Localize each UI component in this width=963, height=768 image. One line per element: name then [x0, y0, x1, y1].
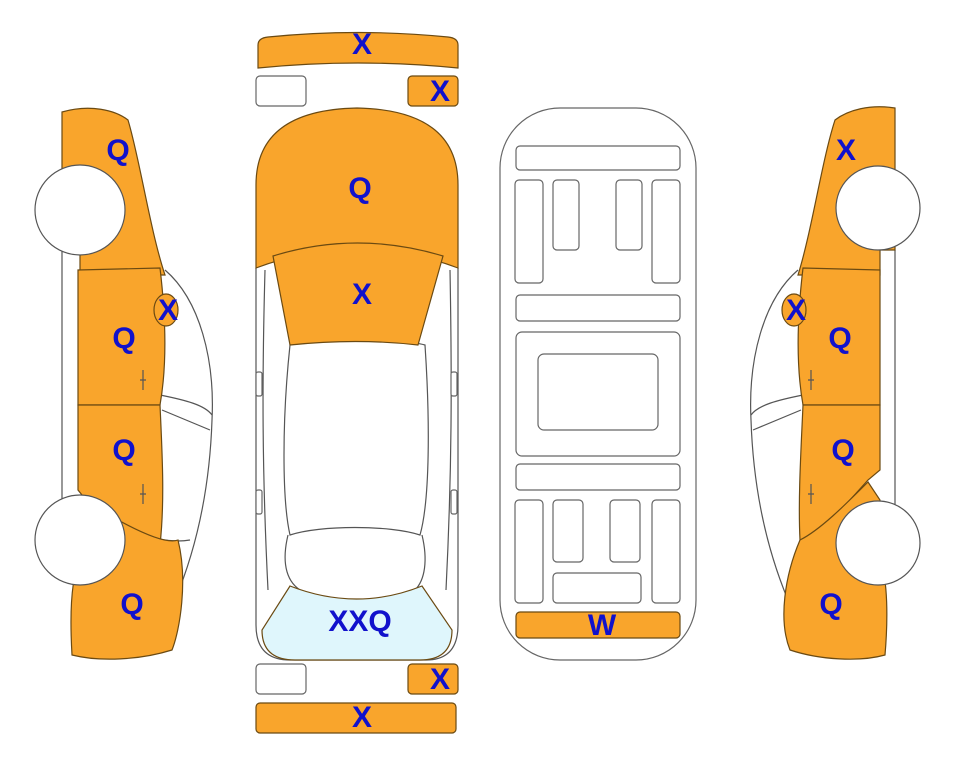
right-side-view: X X Q Q Q — [750, 106, 921, 660]
top-left-mirror — [255, 371, 263, 397]
right-front-wheel — [835, 165, 921, 251]
top-right-mirror — [450, 371, 458, 397]
windshield-label: X — [352, 278, 372, 311]
left-rear-door-label: Q — [112, 434, 135, 467]
right-rear-wheel — [835, 500, 921, 586]
left-front-wheel — [34, 164, 126, 256]
left-front-fender-label: Q — [106, 134, 129, 167]
front-left-light[interactable] — [255, 75, 307, 107]
underbody-front-left-inner[interactable] — [552, 179, 580, 251]
underbody-front-right-rail[interactable] — [651, 179, 681, 284]
left-window-line-2 — [161, 409, 211, 431]
roof-panel[interactable] — [283, 339, 429, 536]
rear-glass-label: XXQ — [328, 605, 391, 638]
top-left-handle — [255, 489, 263, 515]
underbody-front-left-rail[interactable] — [514, 179, 544, 284]
right-rear-door-label: Q — [831, 434, 854, 467]
rear-right-light-label: X — [430, 663, 450, 696]
top-right-handle — [450, 489, 458, 515]
underbody-rear-left-inner[interactable] — [552, 499, 584, 563]
left-roof-outline — [164, 269, 213, 601]
right-front-door-label: Q — [828, 322, 851, 355]
underbody-crossmember-1[interactable] — [515, 294, 681, 322]
left-front-door-label: Q — [112, 322, 135, 355]
right-mirror-label: X — [786, 294, 806, 327]
underbody-rear-bar-label: W — [588, 609, 617, 642]
front-bumper-label: X — [352, 28, 372, 61]
windshield[interactable] — [272, 242, 444, 346]
underbody-rear-left-rail[interactable] — [514, 499, 544, 604]
underbody-rear-right-inner[interactable] — [609, 499, 641, 563]
left-rear-door-handle — [140, 484, 146, 504]
left-window-line — [159, 394, 213, 416]
underbody-rear-right-rail[interactable] — [651, 499, 681, 604]
left-side-view: Q X Q Q Q — [34, 107, 213, 660]
left-mirror[interactable] — [153, 293, 179, 327]
underbody-view: W — [499, 107, 697, 661]
right-mirror[interactable] — [781, 293, 807, 327]
rear-bumper[interactable] — [255, 702, 457, 734]
right-rear-quarter-label: Q — [819, 588, 842, 621]
front-bumper[interactable] — [257, 31, 459, 69]
left-mirror-label: X — [158, 294, 178, 327]
underbody-front-bar[interactable] — [515, 145, 681, 171]
underbody-front-right-inner[interactable] — [615, 179, 643, 251]
underbody-rear-bar[interactable] — [515, 611, 681, 639]
right-front-fender-label: X — [836, 134, 856, 167]
rear-glass[interactable] — [261, 585, 453, 661]
underbody-center-panel[interactable] — [537, 353, 659, 431]
left-front-door-handle — [140, 370, 146, 390]
rear-left-light[interactable] — [255, 663, 307, 695]
right-roof-outline — [750, 269, 799, 601]
left-rear-wheel — [34, 494, 126, 586]
underbody-crossmember-2[interactable] — [515, 463, 681, 491]
right-window-line-2 — [752, 409, 802, 431]
right-rear-door-handle — [808, 484, 814, 504]
right-front-door-handle — [808, 370, 814, 390]
right-window-line — [750, 394, 804, 416]
top-left-side-line — [262, 269, 269, 591]
front-right-light[interactable] — [407, 75, 459, 107]
top-right-side-line — [445, 269, 452, 591]
left-rear-quarter-label: Q — [120, 588, 143, 621]
rear-pillar-left — [284, 534, 301, 591]
front-right-light-label: X — [430, 75, 450, 108]
hood-label: Q — [348, 172, 371, 205]
rear-right-light[interactable] — [407, 663, 459, 695]
rear-bumper-label: X — [352, 701, 372, 734]
underbody-rear-center[interactable] — [552, 572, 642, 604]
top-view: X X Q X XXQ X X — [255, 28, 459, 734]
rear-pillar-right — [414, 534, 426, 591]
